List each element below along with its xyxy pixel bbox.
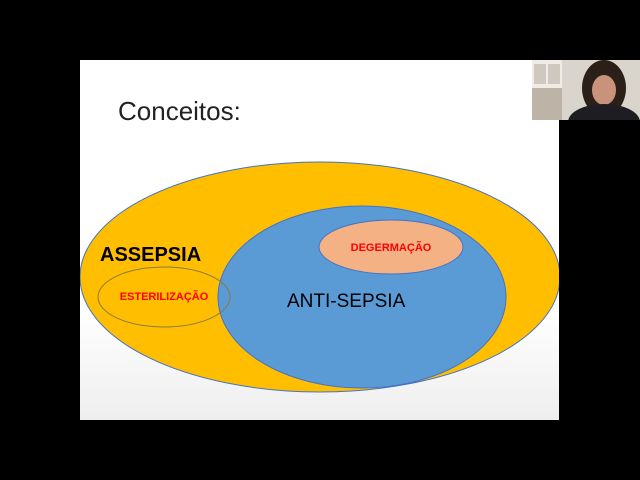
presentation-slide: Conceitos: ASSEPSIA ANTI-SEPSIA DEGERMAÇ… <box>80 60 559 420</box>
concept-diagram: ASSEPSIA ANTI-SEPSIA DEGERMAÇÃO ESTERILI… <box>80 60 559 420</box>
anti-sepsia-label: ANTI-SEPSIA <box>287 291 406 312</box>
webcam-overlay <box>532 60 640 120</box>
degermacao-label: DEGERMAÇÃO <box>351 241 432 254</box>
esterilizacao-label: ESTERILIZAÇÃO <box>120 290 209 303</box>
black-margin <box>559 120 640 420</box>
assepsia-label: ASSEPSIA <box>100 244 201 266</box>
person-video-icon <box>532 60 640 120</box>
